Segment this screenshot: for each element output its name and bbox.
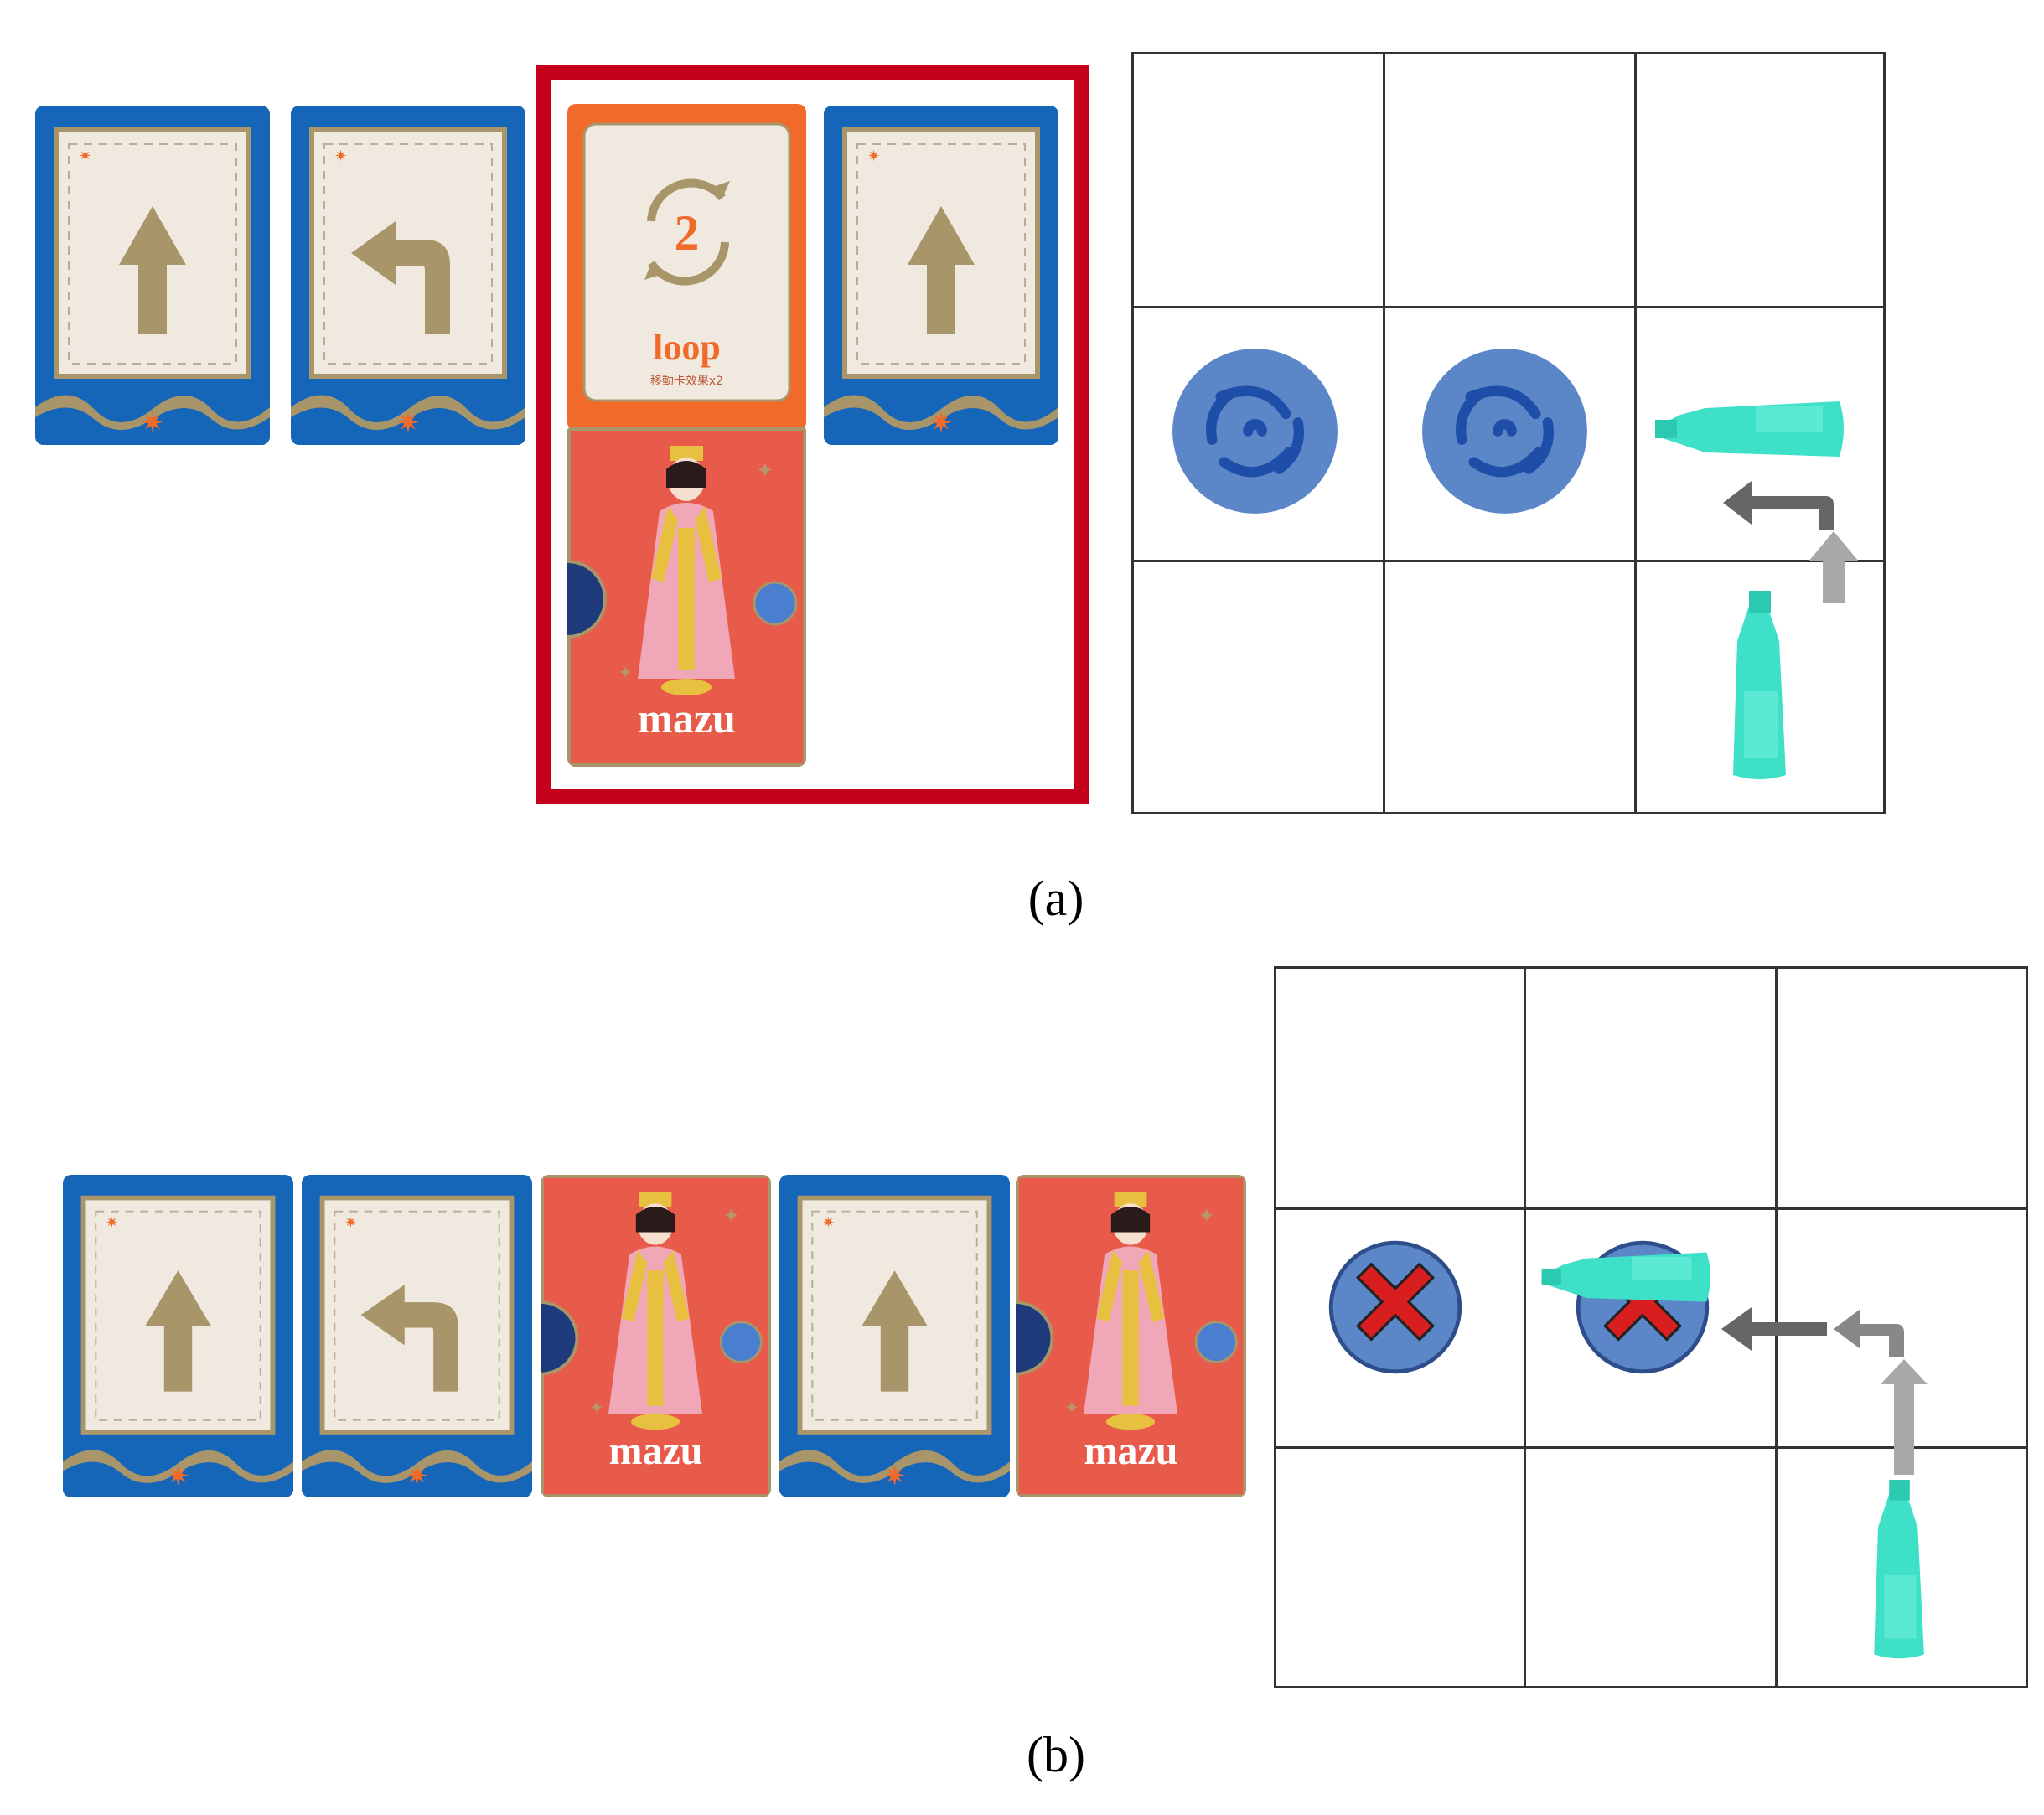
- svg-text:✷: ✷: [883, 1462, 907, 1492]
- path-arrows: [1718, 478, 1869, 603]
- svg-text:✷: ✷: [106, 1215, 118, 1231]
- svg-text:✷: ✷: [79, 147, 91, 164]
- svg-text:✦: ✦: [722, 1205, 740, 1228]
- forward-arrow-icon: ✷ ✷: [824, 106, 1058, 445]
- svg-text:✷: ✷: [867, 147, 880, 164]
- svg-text:✦: ✦: [589, 1398, 604, 1418]
- svg-text:✷: ✷: [406, 1462, 429, 1492]
- boat-horizontal-icon: [1655, 390, 1848, 469]
- panel-a-caption: (a): [1027, 871, 1084, 926]
- turn-left-arrow-icon: ✷ ✷: [291, 106, 525, 445]
- move-forward-card[interactable]: ✷ ✷: [63, 1175, 293, 1497]
- loop-card[interactable]: 2 loop 移動卡效果x2: [567, 104, 806, 431]
- svg-text:✦: ✦: [756, 458, 774, 483]
- boat-vertical-icon: [1862, 1479, 1938, 1663]
- forward-arrow-icon: ✷ ✷: [35, 106, 270, 445]
- loop-title: loop: [653, 327, 721, 368]
- svg-text:✦: ✦: [618, 662, 633, 683]
- selected-loop-group[interactable]: [536, 65, 1089, 804]
- svg-text:✷: ✷: [141, 408, 165, 439]
- turn-left-card[interactable]: ✷ ✷: [291, 106, 525, 445]
- mazu-card[interactable]: ✦ ✦ mazu: [541, 1175, 771, 1497]
- loop-icon: [567, 104, 806, 431]
- mazu-label: mazu: [608, 1429, 703, 1473]
- mazu-label: mazu: [638, 695, 736, 742]
- svg-text:✷: ✷: [929, 408, 954, 439]
- turn-left-arrow-icon: ✷ ✷: [302, 1175, 532, 1497]
- forward-arrow-icon: ✷ ✷: [63, 1175, 293, 1497]
- svg-text:✷: ✷: [396, 408, 421, 439]
- cleared-whirlpool-icon: [1328, 1240, 1462, 1374]
- move-forward-card[interactable]: ✷ ✷: [779, 1175, 1010, 1497]
- turn-left-card[interactable]: ✷ ✷: [302, 1175, 532, 1497]
- forward-arrow-icon: ✷ ✷: [779, 1175, 1010, 1497]
- move-forward-card[interactable]: ✷ ✷: [824, 106, 1058, 445]
- svg-text:✷: ✷: [344, 1215, 357, 1231]
- svg-text:✷: ✷: [167, 1462, 190, 1492]
- svg-text:✷: ✷: [334, 147, 347, 164]
- boat-horizontal-icon: [1538, 1242, 1718, 1313]
- panel-b-caption: (b): [1027, 1727, 1085, 1782]
- svg-text:✦: ✦: [1198, 1205, 1215, 1228]
- move-forward-card[interactable]: ✷ ✷: [35, 106, 270, 445]
- svg-text:✷: ✷: [822, 1215, 835, 1231]
- mazu-card[interactable]: ✦ ✦ mazu: [1016, 1175, 1246, 1497]
- mazu-goddess-icon: ✦ ✦: [1016, 1175, 1246, 1497]
- whirlpool-icon: [1419, 345, 1591, 517]
- mazu-label: mazu: [1084, 1429, 1178, 1473]
- loop-subtitle: 移動卡效果x2: [649, 375, 724, 388]
- mazu-card[interactable]: ✦ ✦ mazu: [567, 427, 806, 767]
- mazu-goddess-icon: ✦ ✦: [567, 427, 806, 767]
- game-board: [1131, 52, 1886, 814]
- svg-text:✦: ✦: [1064, 1398, 1079, 1418]
- loop-count: 2: [674, 205, 700, 261]
- boat-vertical-icon: [1721, 591, 1800, 783]
- mazu-goddess-icon: ✦ ✦: [541, 1175, 771, 1497]
- path-arrows: [1710, 1290, 1944, 1475]
- whirlpool-icon: [1169, 345, 1341, 517]
